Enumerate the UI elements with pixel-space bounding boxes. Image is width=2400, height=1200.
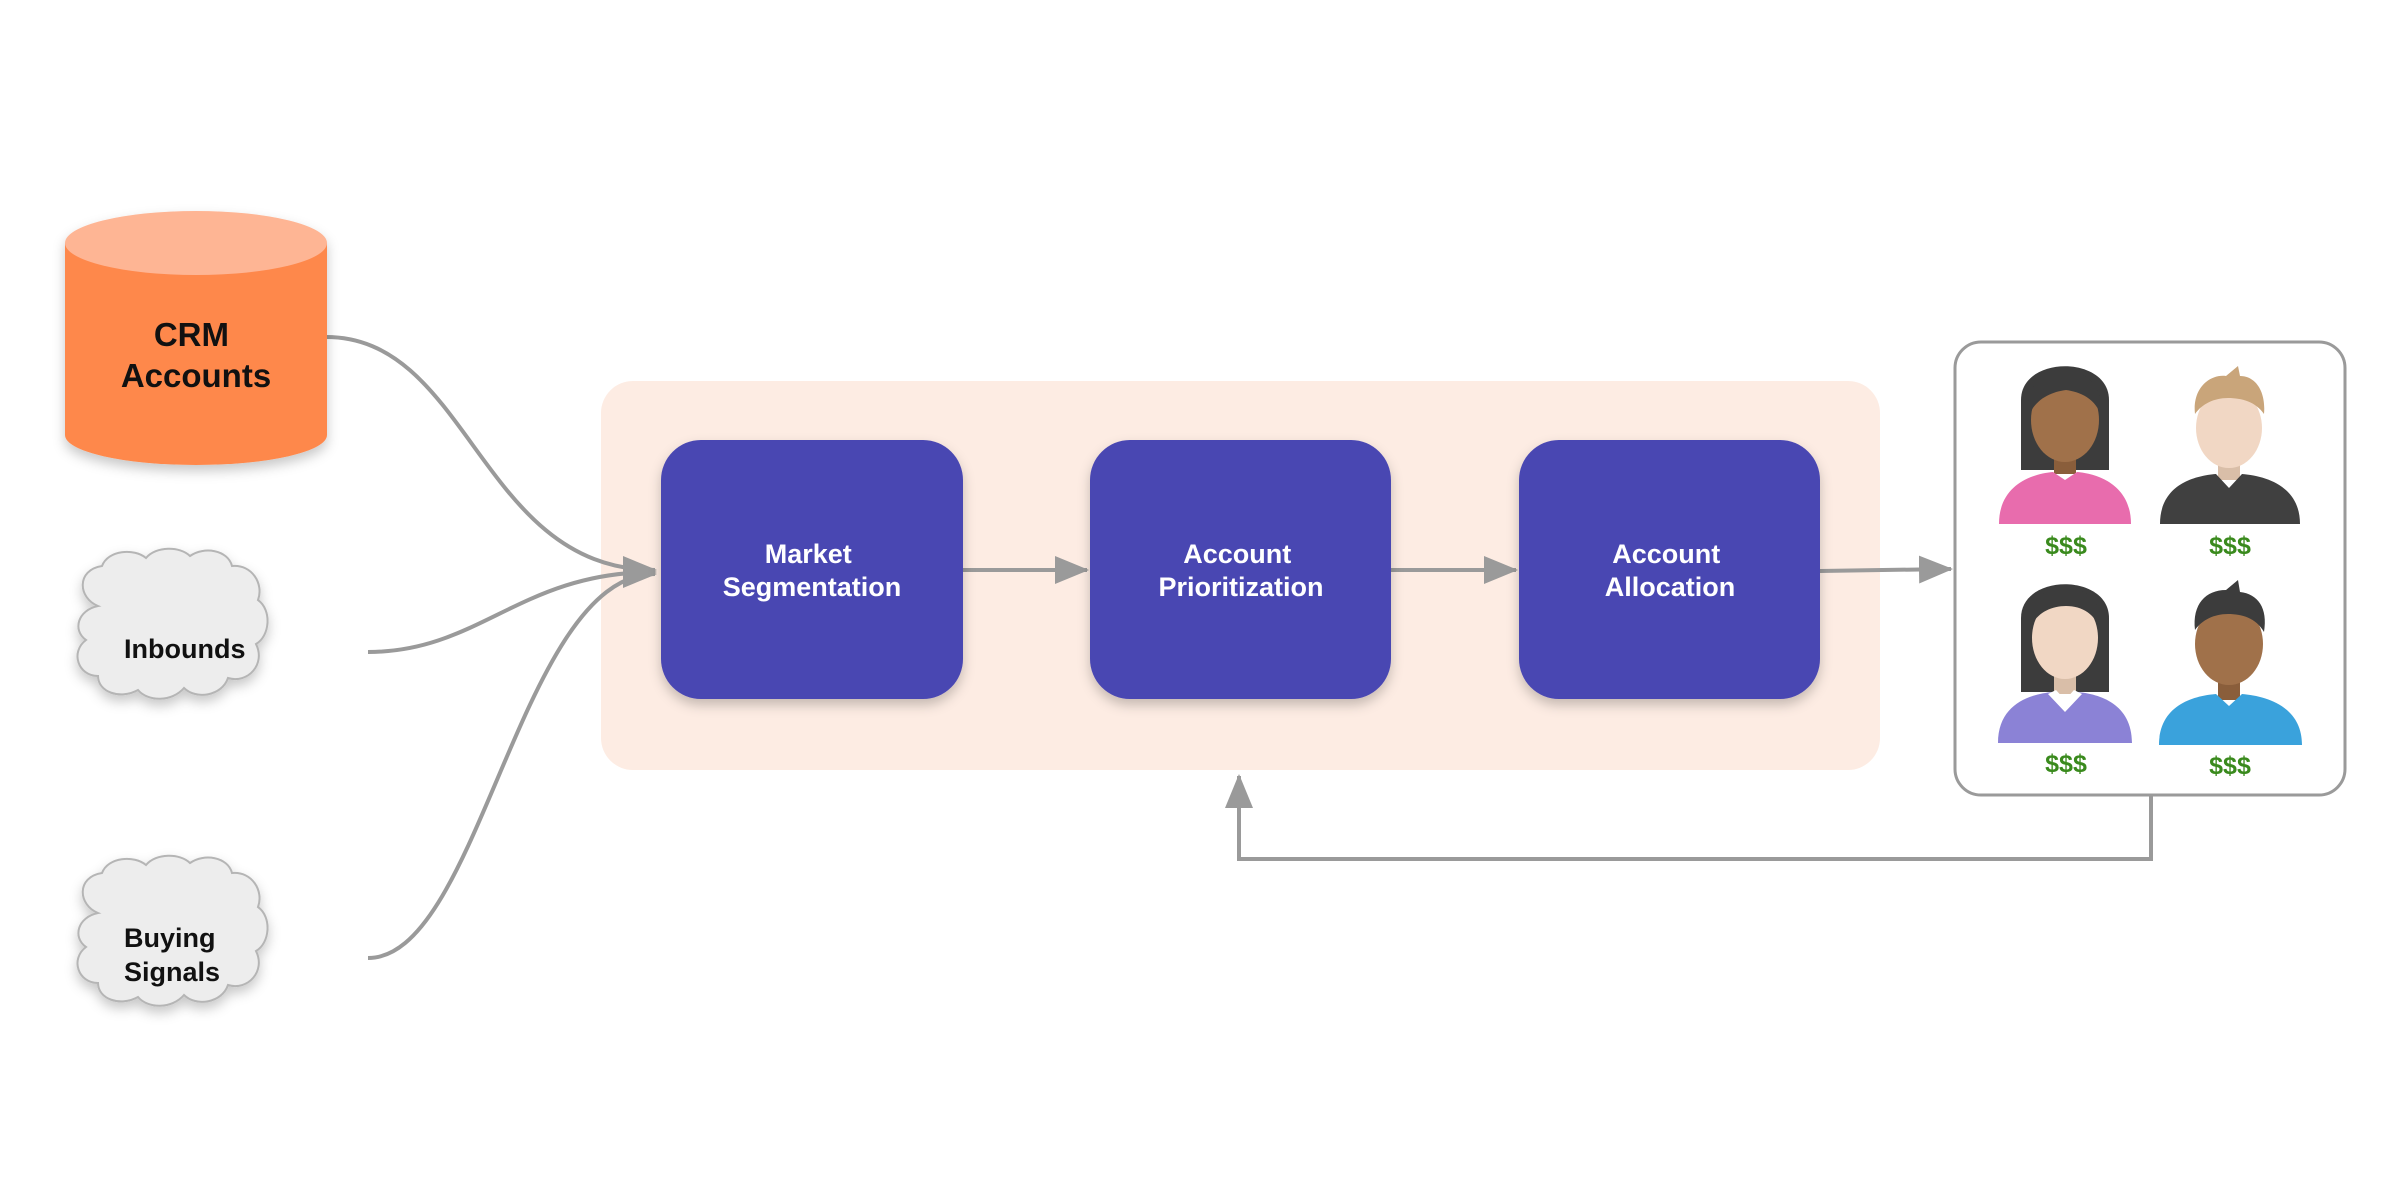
shirt <box>1999 472 2131 524</box>
rep-value-label: $$$ <box>2209 752 2251 780</box>
crm-label-line2: Accounts <box>121 357 271 394</box>
svg-text:Account Allocation: Account Allocation <box>1605 539 1736 602</box>
rep-value-label: $$$ <box>2045 532 2087 560</box>
rep-value-label: $$$ <box>2209 532 2251 560</box>
hair-front <box>2194 580 2265 632</box>
buying-signals-label-line2: Signals <box>124 957 220 987</box>
stage-label-line2: Prioritization <box>1158 572 1323 602</box>
shirt <box>2160 474 2300 524</box>
svg-text:Market Segmentation: Market Segmentation <box>723 539 902 602</box>
sales-rep-avatar <box>2160 366 2300 524</box>
inbounds-label: Inbounds <box>124 634 245 664</box>
rep-value-label: $$$ <box>2045 750 2087 778</box>
stage-label-line2: Segmentation <box>723 572 902 602</box>
crm-label-line1: CRM <box>154 316 229 353</box>
svg-text:Account Prioritization: Account Prioritization <box>1158 539 1323 602</box>
crm-accounts-database <box>65 211 327 465</box>
stage-label-line2: Allocation <box>1605 572 1736 602</box>
buying-signals-label-line1: Buying <box>124 923 216 953</box>
hair-front <box>2028 587 2102 632</box>
hair-front <box>2194 366 2265 414</box>
stage-connectors <box>963 555 1953 584</box>
allocation-to-reps-arrow <box>1819 555 1953 584</box>
collar <box>2048 690 2082 712</box>
stage-market-segmentation: Market Segmentation <box>661 440 963 699</box>
stage-label-line1: Account <box>1612 539 1720 569</box>
svg-text:CRM Accounts: CRM Accounts <box>121 316 271 394</box>
source-connectors <box>325 335 657 960</box>
sales-rep-avatar <box>2159 580 2302 745</box>
stage-account-prioritization: Account Prioritization <box>1090 440 1391 699</box>
feedback-loop-arrow <box>1225 774 2153 861</box>
sales-rep-avatar <box>1998 584 2132 743</box>
buying-signals-connector <box>367 560 657 960</box>
shirt <box>2159 694 2302 745</box>
inbounds-cloud <box>76 547 269 700</box>
stage-account-allocation: Account Allocation <box>1519 440 1820 699</box>
svg-text:Buying Signals: Buying Signals <box>124 923 223 987</box>
stage-label-line1: Market <box>765 539 852 569</box>
inbounds-connector <box>367 558 657 654</box>
crm-connector <box>325 335 657 584</box>
sales-rep-avatar <box>1999 366 2131 524</box>
shirt <box>1998 692 2132 743</box>
hair-front <box>2027 371 2103 418</box>
stage-label-line1: Account <box>1183 539 1291 569</box>
